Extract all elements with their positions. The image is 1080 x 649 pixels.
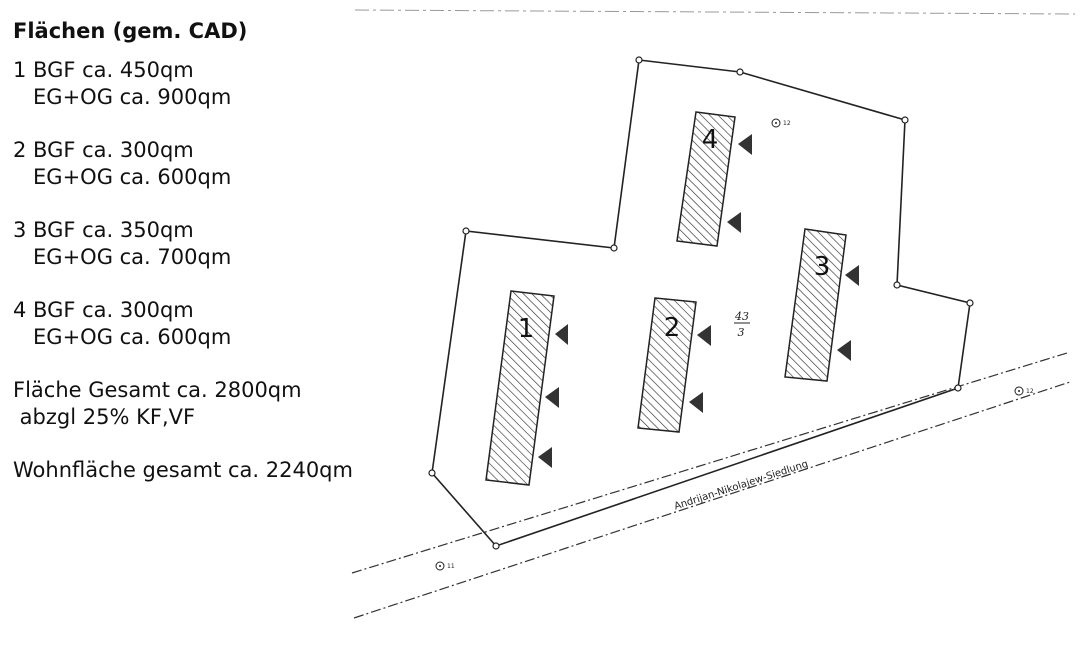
- boundary-points: [428, 56, 974, 550]
- survey-point-c: 11: [435, 561, 455, 571]
- living-area-total: Wohnfläche gesamt ca. 2240qm: [13, 458, 353, 482]
- total-deduction: abzgl 25% KF,VF: [13, 405, 196, 429]
- area-1-bgf: 1 BGF ca. 450qm: [13, 58, 194, 82]
- building-1: [485, 290, 555, 486]
- building-4: [676, 111, 736, 247]
- entrance-marker: [538, 447, 552, 468]
- survey-point-b: 12: [1014, 386, 1034, 396]
- building-label-2: 2: [664, 313, 681, 343]
- area-3-floors: EG+OG ca. 700qm: [13, 245, 232, 269]
- area-4-bgf: 4 BGF ca. 300qm: [13, 298, 194, 322]
- total-area: Fläche Gesamt ca. 2800qm: [13, 378, 302, 402]
- building-2: [637, 297, 697, 433]
- survey-point-label: 12: [783, 120, 791, 127]
- entrance-marker: [837, 340, 851, 361]
- area-2-bgf: 2 BGF ca. 300qm: [13, 138, 194, 162]
- street-line-upper: [351, 352, 1068, 574]
- entrance-marker: [738, 134, 752, 155]
- parcel-sub-number: 3: [738, 326, 745, 339]
- area-1-floors: EG+OG ca. 900qm: [13, 85, 232, 109]
- survey-point-label: 11: [447, 563, 455, 570]
- area-3-bgf: 3 BGF ca. 350qm: [13, 218, 194, 242]
- survey-point-label: 12: [1026, 388, 1034, 395]
- building-label-1: 1: [518, 314, 535, 344]
- heading: Flächen (gem. CAD): [13, 19, 248, 43]
- survey-point-a: 12: [771, 118, 791, 128]
- building-3: [784, 228, 847, 382]
- entrance-marker: [697, 325, 711, 346]
- entrance-marker: [727, 212, 741, 233]
- building-label-4: 4: [702, 125, 719, 155]
- area-4-floors: EG+OG ca. 600qm: [13, 325, 232, 349]
- entrance-marker: [689, 392, 703, 413]
- entrance-marker: [545, 387, 559, 408]
- top-scan-line: [354, 9, 1076, 15]
- entrance-marker: [555, 324, 568, 345]
- area-summary: Flächen (gem. CAD) 1 BGF ca. 450qm EG+OG…: [13, 17, 393, 484]
- entrance-markers: [538, 134, 859, 468]
- parcel-number: 43: [734, 310, 749, 323]
- area-2-floors: EG+OG ca. 600qm: [13, 165, 232, 189]
- building-label-3: 3: [814, 252, 831, 282]
- street-name: Andrijan-Nikolajew-Siedlung: [673, 459, 810, 513]
- entrance-marker: [845, 265, 859, 286]
